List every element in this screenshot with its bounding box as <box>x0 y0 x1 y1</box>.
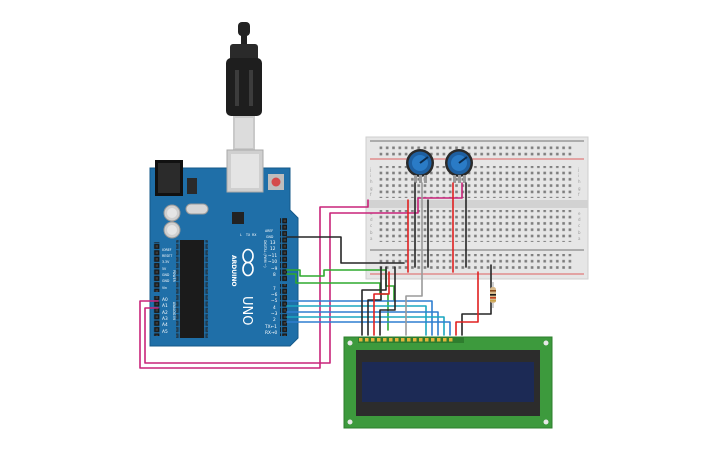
row-label-i-right: i <box>578 173 579 178</box>
pin-label-d4: 4 <box>273 305 276 311</box>
wire-blue[interactable] <box>286 321 451 336</box>
wire-magenta[interactable] <box>139 199 369 369</box>
wire-blue[interactable] <box>286 311 439 336</box>
row-label-a-right: a <box>578 236 581 241</box>
section-label-analog: ANALOG IN <box>172 302 176 320</box>
breadboard[interactable]: j i h g f e d c b a j i h g f e d c b a <box>365 136 589 280</box>
section-label-digital: DIGITAL (PWM ~) <box>263 240 267 267</box>
pin-label-a0: A0 <box>162 297 168 303</box>
led-label-l: L <box>240 233 242 237</box>
lcd-16x2[interactable] <box>343 336 553 429</box>
center-channel <box>366 200 588 208</box>
wire-blue[interactable] <box>286 300 433 336</box>
pin-label-gnd1: GND <box>162 273 170 277</box>
usb-cable[interactable] <box>226 22 262 150</box>
pin-label-rx: RX→0 <box>265 330 278 336</box>
pin-label-gnd: GND <box>266 235 274 239</box>
bottom-terminal-holes[interactable] <box>378 210 574 242</box>
row-label-d-right: d <box>578 217 581 222</box>
row-label-f: f <box>370 192 372 197</box>
pin-label-a1: A1 <box>162 303 168 309</box>
potentiometer-2[interactable] <box>445 149 473 183</box>
wire-black[interactable] <box>286 236 405 264</box>
row-label-g: g <box>370 186 373 191</box>
pin-label-a2: A2 <box>162 310 168 316</box>
row-label-b-right: b <box>578 230 581 235</box>
usb-chip <box>232 212 244 224</box>
arduino-brand-text: ARDUINO <box>230 255 237 286</box>
analog-header[interactable] <box>153 296 160 336</box>
wire-teal[interactable] <box>286 316 445 336</box>
pin-label-gnd2: GND <box>162 279 170 283</box>
row-label-c-right: c <box>578 223 580 228</box>
row-label-b: b <box>370 230 373 235</box>
voltage-regulator <box>187 178 197 194</box>
pin-label-vin: Vin <box>162 286 167 290</box>
reset-button[interactable] <box>268 174 284 190</box>
wires <box>139 182 492 369</box>
wire-magenta[interactable] <box>144 182 463 364</box>
row-label-j: j <box>369 167 371 172</box>
power-header[interactable] <box>153 242 160 292</box>
row-label-e-right: e <box>578 211 581 216</box>
wire-red[interactable] <box>373 271 390 336</box>
row-label-h: h <box>370 179 373 184</box>
lcd-screen <box>362 362 534 402</box>
wire-red[interactable] <box>455 271 479 336</box>
pin-label-d9: ~9 <box>271 266 278 272</box>
row-label-g-right: g <box>578 186 581 191</box>
pin-label-d13: 13 <box>270 240 276 246</box>
pin-label-aref: AREF <box>265 229 273 233</box>
pin-label-a4: A4 <box>162 322 168 328</box>
pin-label-d7: 7 <box>273 286 276 292</box>
pin-label-d2: 2 <box>273 317 276 323</box>
row-label-c: c <box>370 223 372 228</box>
pin-label-d3: ~3 <box>271 311 278 317</box>
pin-label-d6: ~6 <box>271 292 278 298</box>
pin-label-reset: RESET <box>162 254 172 258</box>
row-label-a: a <box>370 236 373 241</box>
resistor[interactable] <box>490 282 496 308</box>
wire-black[interactable] <box>361 266 387 336</box>
pin-label-d12: 12 <box>270 246 276 252</box>
arduino-uno-board[interactable]: ARDUINO UNO L TX RX POWER ANALOG IN DIGI… <box>149 149 299 347</box>
pin-label-ioref: IOREF <box>162 248 172 252</box>
pin-label-d5: ~5 <box>271 298 278 304</box>
digital-header-high[interactable] <box>280 218 287 282</box>
digital-header-low[interactable] <box>280 284 287 336</box>
atmega-chip <box>180 240 204 338</box>
wire-black[interactable] <box>379 266 396 336</box>
wire-teal[interactable] <box>286 305 427 336</box>
row-label-d: d <box>370 217 373 222</box>
top-terminal-holes[interactable] <box>378 166 574 198</box>
bottom-rail-holes[interactable] <box>378 254 574 270</box>
row-label-h-right: h <box>578 179 581 184</box>
row-label-f-right: f <box>578 192 580 197</box>
potentiometer-1[interactable] <box>406 149 434 183</box>
lcd-pin-header[interactable] <box>358 337 464 343</box>
led-label-tx: TX <box>245 233 251 237</box>
row-label-j-right: j <box>577 167 579 172</box>
row-label-i: i <box>370 173 371 178</box>
pin-label-5v: 5V <box>162 267 167 271</box>
pin-label-d8: 8 <box>273 272 276 278</box>
pin-label-a5: A5 <box>162 329 168 335</box>
arduino-logo <box>242 248 254 277</box>
pin-label-d10: ~10 <box>268 259 277 265</box>
pin-label-tx: TX←1 <box>264 324 277 330</box>
led-label-rx: RX <box>252 233 257 237</box>
arduino-model-text: UNO <box>239 296 254 325</box>
wire-gray[interactable] <box>405 182 423 336</box>
top-rail-holes[interactable] <box>378 143 574 156</box>
pin-label-3v3: 3.3V <box>162 260 170 264</box>
crystal-oscillator <box>185 203 209 215</box>
wire-green[interactable] <box>286 269 395 301</box>
pin-label-d11: ~11 <box>268 253 277 259</box>
section-label-power: POWER <box>172 270 176 283</box>
pin-label-a3: A3 <box>162 316 168 322</box>
